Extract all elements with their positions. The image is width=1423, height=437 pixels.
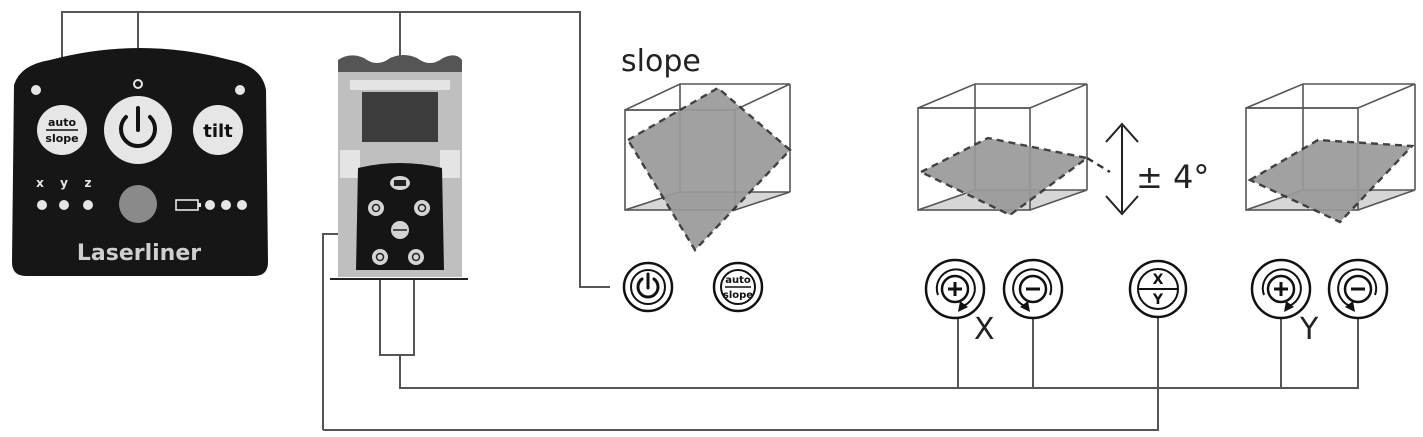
remote-minus-y-button[interactable] bbox=[408, 249, 424, 265]
xy-toggle-button[interactable]: X Y bbox=[1128, 259, 1188, 319]
x-minus-button[interactable] bbox=[1002, 258, 1064, 320]
indicator-ring bbox=[133, 79, 143, 89]
remote-display bbox=[362, 92, 438, 142]
axis-z-led bbox=[83, 200, 93, 210]
y-tilt-cube-illustration bbox=[1245, 83, 1416, 224]
status-led bbox=[31, 85, 41, 95]
axis-y-led bbox=[59, 200, 69, 210]
auto-slope-button[interactable]: auto slope bbox=[37, 105, 87, 155]
axis-x-led bbox=[37, 200, 47, 210]
auto-slope-label-top: auto bbox=[48, 116, 77, 129]
remote-plus-x-button[interactable] bbox=[368, 200, 384, 216]
slope-auto-label-bottom: slope bbox=[723, 290, 753, 301]
tilt-range-arrow bbox=[1105, 122, 1139, 216]
slope-cube-illustration bbox=[624, 83, 792, 252]
power-icon bbox=[636, 272, 660, 299]
rotate-minus-icon bbox=[1012, 268, 1053, 312]
auto-slope-label-bottom: slope bbox=[45, 132, 78, 145]
xy-toggle-x-label: X bbox=[1153, 272, 1164, 288]
xy-toggle-y-label: Y bbox=[1152, 292, 1164, 308]
y-plus-button[interactable] bbox=[1250, 258, 1312, 320]
power-icon bbox=[119, 106, 157, 149]
battery-icon bbox=[175, 199, 201, 211]
y-axis-label: Y bbox=[1299, 312, 1319, 347]
remote-keypad bbox=[356, 163, 444, 270]
rotate-plus-icon bbox=[935, 268, 976, 312]
axis-x-label: x bbox=[36, 176, 44, 190]
x-axis-label: X bbox=[974, 312, 995, 347]
slope-auto-slope-button[interactable]: auto slope bbox=[712, 261, 764, 313]
brand-logo: Laserliner bbox=[77, 241, 201, 266]
control-panel: auto slope tilt x y z Laserli bbox=[12, 48, 268, 276]
axis-z-label: z bbox=[85, 176, 92, 190]
axis-y-label: y bbox=[60, 176, 68, 190]
battery-led bbox=[237, 200, 247, 210]
rotate-plus-icon bbox=[1261, 268, 1302, 312]
connector-lines bbox=[61, 11, 1359, 431]
remote-xy-toggle-button[interactable] bbox=[391, 221, 409, 239]
remote-plus-y-button[interactable] bbox=[372, 249, 388, 265]
remote-power-button[interactable] bbox=[390, 176, 410, 190]
slope-power-button[interactable] bbox=[622, 261, 674, 313]
tilt-angle-label: ± 4° bbox=[1136, 158, 1209, 196]
status-led bbox=[235, 85, 245, 95]
tilt-button[interactable]: tilt bbox=[193, 105, 243, 155]
x-plus-button[interactable] bbox=[924, 258, 986, 320]
slope-auto-label-top: auto bbox=[725, 275, 751, 286]
power-button[interactable] bbox=[104, 96, 172, 164]
battery-led bbox=[221, 200, 231, 210]
remote-control bbox=[330, 55, 468, 280]
slope-title: slope bbox=[621, 44, 701, 79]
remote-minus-x-button[interactable] bbox=[414, 200, 430, 216]
receiver-sensor bbox=[119, 185, 157, 223]
rotate-minus-icon bbox=[1337, 268, 1378, 312]
battery-led bbox=[205, 200, 215, 210]
x-tilt-cube-illustration bbox=[917, 83, 1111, 217]
tilt-label: tilt bbox=[203, 121, 233, 142]
y-minus-button[interactable] bbox=[1327, 258, 1389, 320]
